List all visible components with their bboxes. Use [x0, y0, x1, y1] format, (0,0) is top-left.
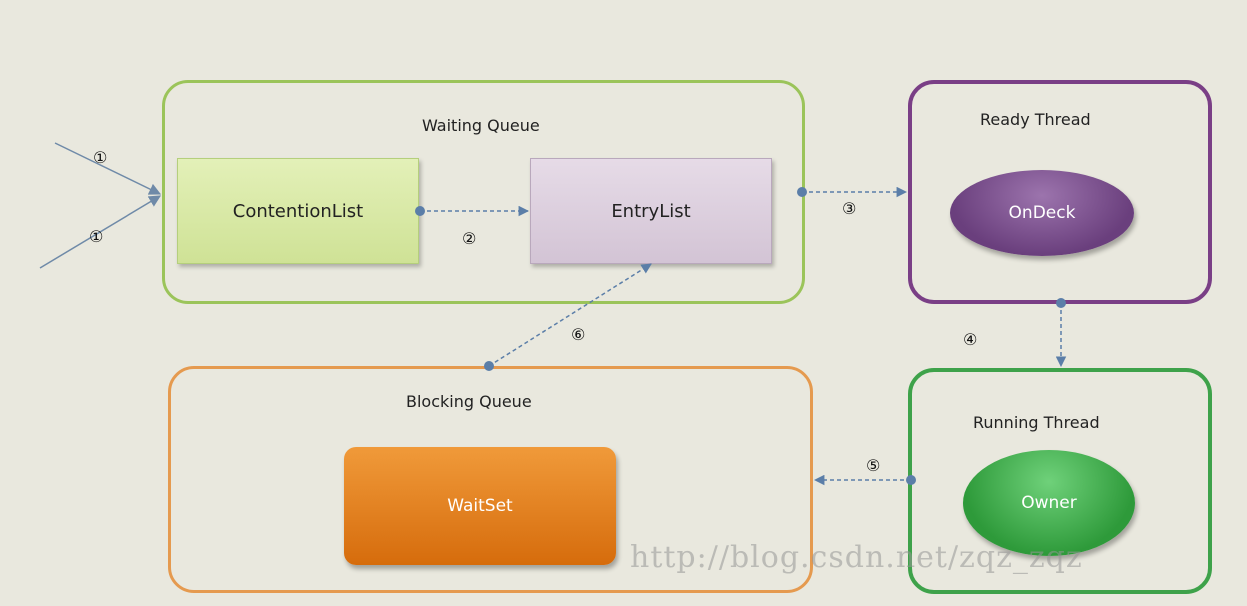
wait-set-node: WaitSet	[344, 447, 616, 565]
step-1-label-bottom: ①	[89, 227, 104, 246]
step-6-label: ⑥	[571, 325, 586, 344]
contention-list-label: ContentionList	[232, 200, 364, 222]
running-thread-title: Running Thread	[973, 413, 1100, 432]
contention-list-node: ContentionList	[177, 158, 419, 264]
step-4-label: ④	[963, 330, 978, 349]
blocking-queue-title: Blocking Queue	[406, 392, 532, 411]
waiting-queue-title: Waiting Queue	[422, 116, 540, 135]
ready-thread-title: Ready Thread	[980, 110, 1091, 129]
owner-label: Owner	[1021, 493, 1077, 513]
on-deck-node: OnDeck	[950, 170, 1134, 256]
owner-node: Owner	[963, 450, 1135, 556]
step-2-label: ②	[462, 229, 477, 248]
entry-list-label: EntryList	[611, 200, 691, 222]
wait-set-label: WaitSet	[447, 496, 513, 516]
incoming-arrow-top	[54, 142, 162, 195]
step-5-label: ⑤	[866, 456, 881, 475]
watermark-url: http://blog.csdn.net/zqz_zqz	[630, 540, 1083, 575]
step-1-label-top: ①	[93, 148, 108, 167]
entry-list-node: EntryList	[530, 158, 772, 264]
on-deck-label: OnDeck	[1008, 203, 1076, 223]
step-3-label: ③	[842, 199, 857, 218]
